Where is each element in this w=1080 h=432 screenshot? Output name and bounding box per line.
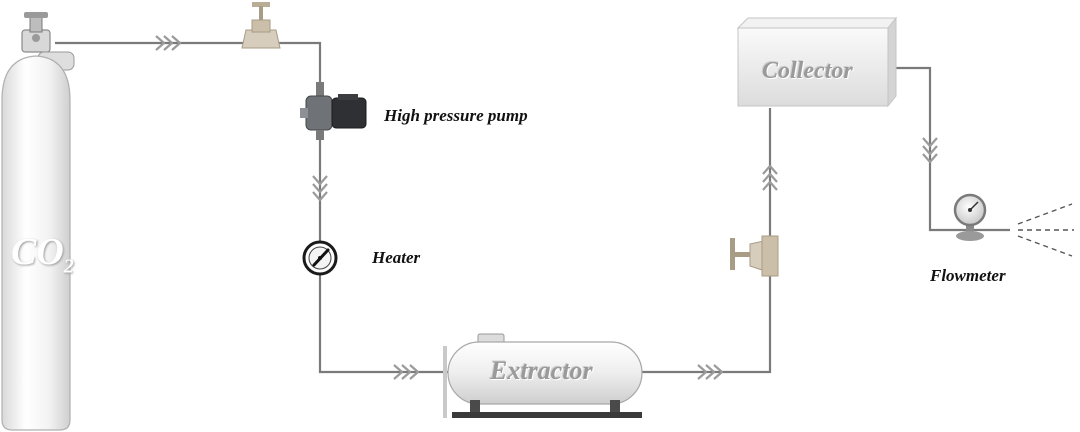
flowmeter-gauge-icon: [953, 193, 987, 241]
flow-arrows: [155, 35, 938, 380]
cylinder-label-main: CO: [11, 231, 64, 273]
valve-icon: [730, 235, 779, 277]
heater-label: Heater: [372, 248, 421, 267]
collector-label: Collector: [762, 58, 853, 84]
gas-cylinder-icon: [1, 12, 75, 431]
arrow-down-2: [922, 137, 938, 164]
collector-box-icon: [736, 16, 898, 108]
extractor-label: Extractor: [490, 356, 593, 385]
extractor-tank-icon: [443, 333, 643, 418]
pipe-extractor-to-collector: [640, 108, 772, 374]
exhaust-lines: [1017, 203, 1074, 257]
arrow-right-1: [155, 35, 182, 51]
pipe-cylinder-to-valve: [55, 41, 322, 82]
arrow-down-1: [312, 175, 328, 202]
pipe-pump-to-extractor: [318, 138, 450, 374]
arrow-up-1: [762, 164, 778, 191]
cylinder-label-subscript: 2: [63, 255, 74, 278]
pump-icon: [300, 82, 367, 140]
valve-icon: [241, 2, 281, 49]
flowmeter-label: Flowmeter: [930, 266, 1006, 285]
cylinder-label: CO2: [11, 230, 74, 279]
heater-gauge-icon: [302, 240, 338, 276]
pipe-collector-to-flowmeter: [890, 66, 1010, 232]
arrow-right-3: [697, 364, 724, 380]
pump-label: High pressure pump: [384, 106, 528, 125]
arrow-right-2: [393, 364, 420, 380]
